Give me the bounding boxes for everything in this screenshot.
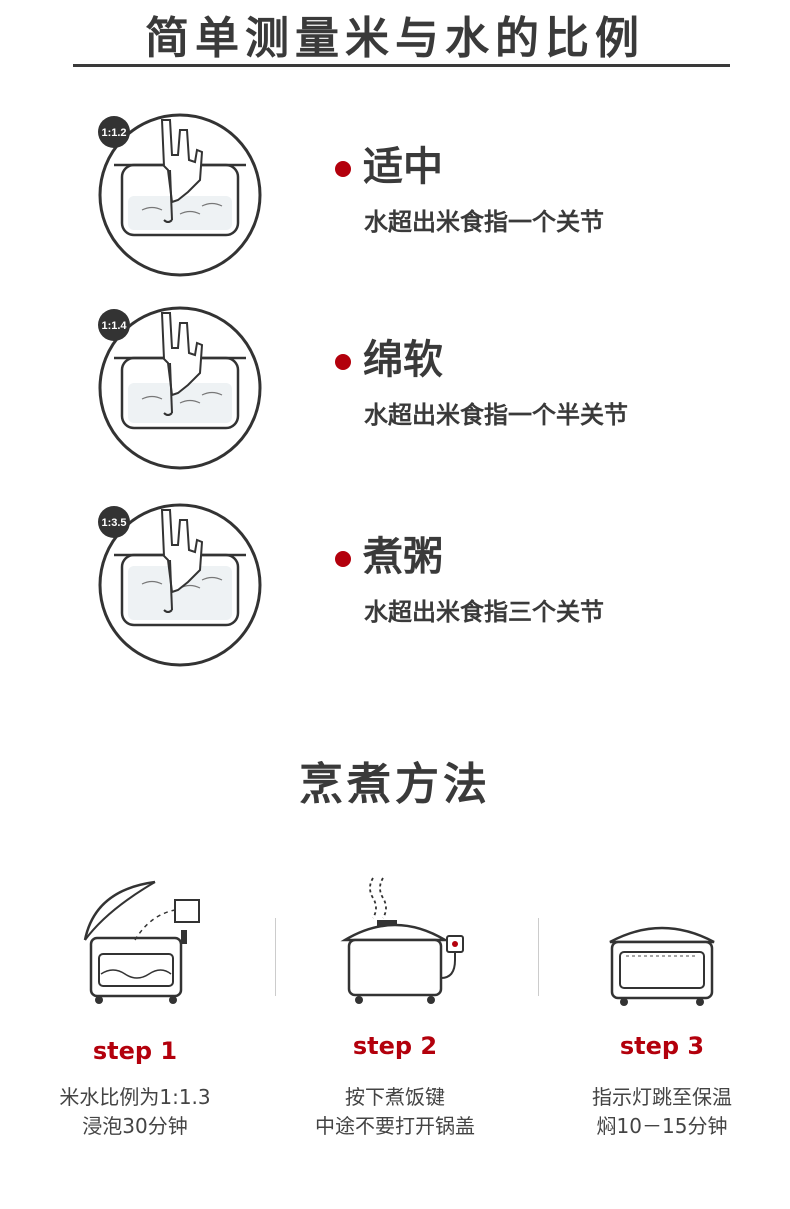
- step-desc-line1: 米水比例为1:1.3: [59, 1085, 211, 1109]
- ratio-desc: 水超出米食指一个半关节: [364, 401, 628, 429]
- ratio-desc: 水超出米食指一个关节: [364, 208, 604, 236]
- ratio-item-3: 1:3.5 煮粥 水超出米食指三个关节: [0, 500, 790, 670]
- step-desc-line1: 按下煮饭键: [345, 1085, 445, 1109]
- ratio-item-1: 1:1.2 适中 水超出米食指一个关节: [0, 110, 790, 280]
- ratio-badge: 1:1.4: [101, 320, 127, 332]
- rice-cooker-warm-icon: [582, 870, 742, 1015]
- rice-cooker-open-icon: [55, 870, 215, 1015]
- ratio-item-2: 1:1.4 绵软 水超出米食指一个半关节: [0, 303, 790, 473]
- step-desc-line1: 指示灯跳至保温: [592, 1085, 732, 1109]
- red-dot-icon: [335, 354, 351, 370]
- step-desc-line2: 焖10－15分钟: [596, 1114, 728, 1138]
- ratio-name: 适中: [363, 144, 443, 190]
- hand-in-pot-icon: 1:1.4: [92, 303, 262, 473]
- step-label: step 2: [352, 1032, 438, 1060]
- hand-in-pot-icon: 1:1.2: [92, 110, 262, 280]
- step-2: step 2 按下煮饭键 中途不要打开锅盖: [275, 870, 515, 1170]
- step-desc-line2: 浸泡30分钟: [82, 1114, 188, 1138]
- step-label: step 1: [92, 1037, 178, 1065]
- hand-in-pot-icon: 1:3.5: [92, 500, 262, 670]
- method-section-title: 烹煮方法: [299, 759, 491, 810]
- step-1: step 1 米水比例为1:1.3 浸泡30分钟: [15, 870, 255, 1170]
- step-divider: [275, 918, 276, 996]
- red-dot-icon: [335, 161, 351, 177]
- step-label: step 3: [619, 1032, 705, 1060]
- title-underline: [73, 64, 730, 67]
- step-divider: [538, 918, 539, 996]
- ratio-name: 煮粥: [363, 534, 443, 580]
- step-3: step 3 指示灯跳至保温 焖10－15分钟: [542, 870, 782, 1170]
- ratio-desc: 水超出米食指三个关节: [364, 598, 604, 626]
- rice-cooker-steam-icon: [315, 870, 475, 1015]
- ratio-section-title: 简单测量米与水的比例: [145, 13, 645, 64]
- ratio-badge: 1:1.2: [101, 127, 126, 139]
- ratio-badge: 1:3.5: [101, 517, 126, 529]
- red-dot-icon: [335, 551, 351, 567]
- step-desc-line2: 中途不要打开锅盖: [315, 1114, 475, 1138]
- ratio-name: 绵软: [363, 337, 443, 383]
